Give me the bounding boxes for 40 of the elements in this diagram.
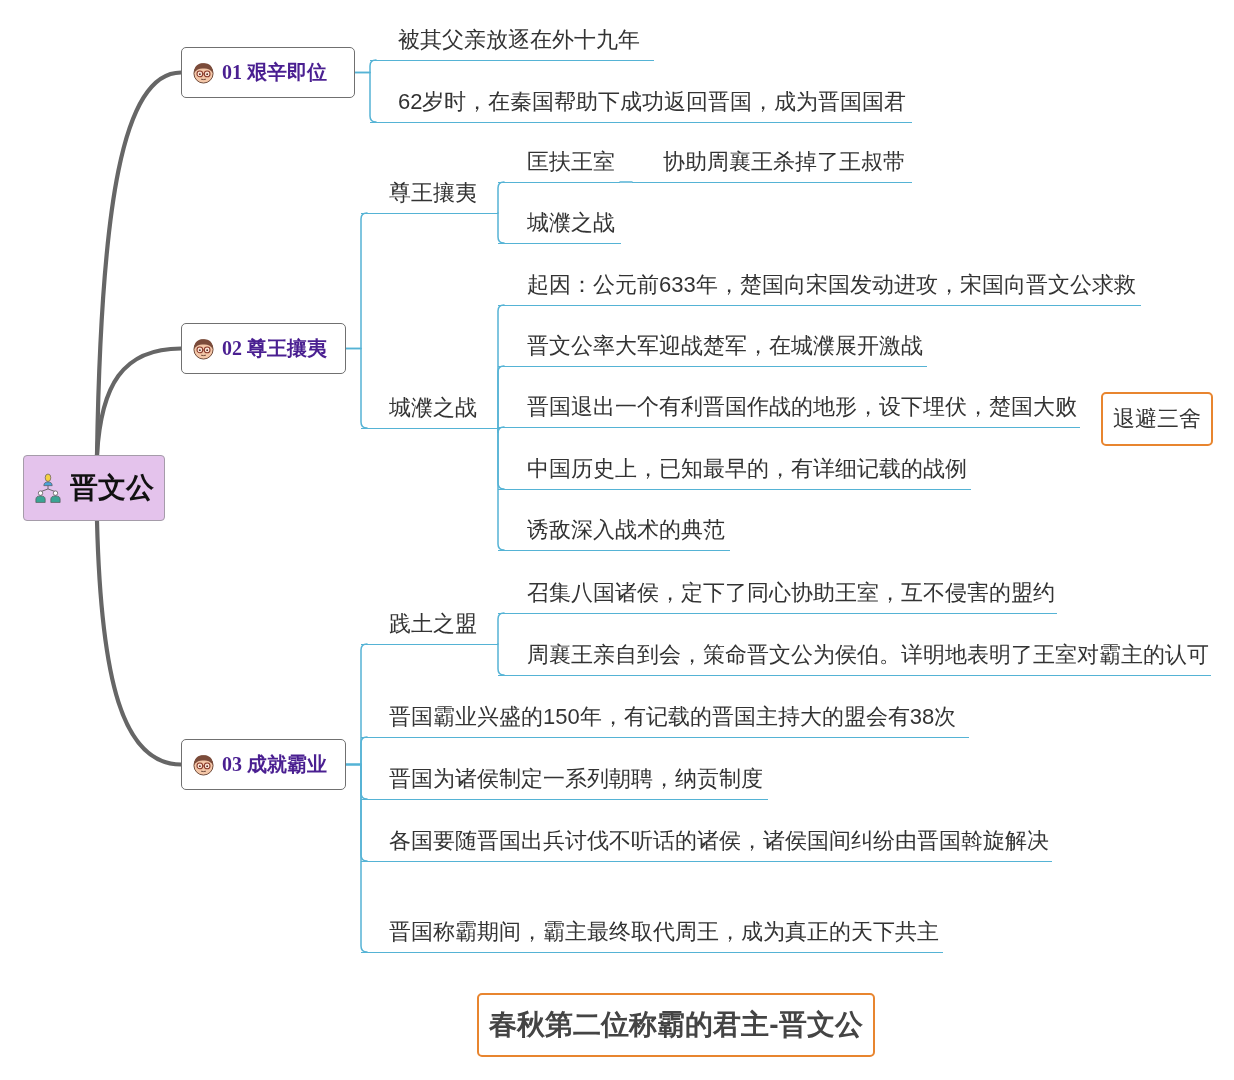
root-box: [23, 455, 165, 521]
topic-label: 践土之盟: [361, 609, 498, 645]
branch-box: [181, 739, 346, 790]
topic-label: 被其父亲放逐在外十九年: [370, 25, 654, 61]
root-title: 晋文公: [70, 471, 154, 505]
topic-label: 召集八国诸侯，定下了同心协助王室，互不侵害的盟约: [498, 578, 1057, 614]
topic-label: 匡扶王室: [498, 147, 620, 183]
topic-label: 城濮之战: [361, 393, 498, 429]
topic-label: 协助周襄王杀掉了王叔带: [632, 147, 912, 183]
branch-title: 01 艰辛即位: [222, 60, 327, 85]
topic-label: 晋国霸业兴盛的150年，有记载的晋国主持大的盟会有38次: [361, 702, 969, 738]
topic-label: 中国历史上，已知最早的，有详细记载的战例: [498, 454, 971, 490]
connector-line: [497, 643, 505, 676]
topic-label: 城濮之战: [498, 208, 621, 244]
connector-line: [497, 212, 505, 244]
topic-label: 62岁时，在秦国帮助下成功返回晋国，成为晋国国君: [370, 87, 912, 123]
topic-label: 晋国为诸侯制定一系列朝聘，纳贡制度: [361, 764, 768, 800]
topic-label: 晋国退出一个有利晋国作战的地形，设下埋伏，楚国大败: [498, 392, 1080, 428]
topic-label: 尊王攘夷: [361, 178, 498, 214]
branch-title: 03 成就霸业: [222, 752, 327, 777]
connector-line: [345, 347, 368, 429]
connector-line: [345, 763, 368, 953]
callout-topic: 退避三舍: [1101, 392, 1213, 446]
connector-line: [497, 427, 505, 551]
connector-line: [497, 612, 505, 645]
branch-box: [181, 323, 346, 374]
branch-curve: [94, 346, 184, 458]
connector-line: [619, 181, 633, 183]
topic-label: 周襄王亲自到会，策命晋文公为侯伯。详明地表明了王室对霸主的认可: [498, 640, 1211, 676]
topic-label: 晋国称霸期间，霸主最终取代周王，成为真正的天下共主: [361, 917, 943, 953]
connector-line: [354, 71, 377, 123]
branch-title: 02 尊王攘夷: [222, 336, 327, 361]
topic-label: 晋文公率大军迎战楚军，在城濮展开激战: [498, 331, 927, 367]
branch-box: [181, 47, 355, 98]
topic-label: 各国要随晋国出兵讨伐不听话的诸侯，诸侯国间纠纷由晋国斡旋解决: [361, 826, 1052, 862]
summary-topic: 春秋第二位称霸的君主-晋文公: [477, 993, 875, 1057]
connector-line: [497, 181, 505, 214]
connector-line: [497, 365, 505, 429]
topic-label: 诱敌深入战术的典范: [498, 515, 730, 551]
topic-label: 起因：公元前633年，楚国向宋国发动进攻，宋国向晋文公求救: [498, 270, 1141, 306]
